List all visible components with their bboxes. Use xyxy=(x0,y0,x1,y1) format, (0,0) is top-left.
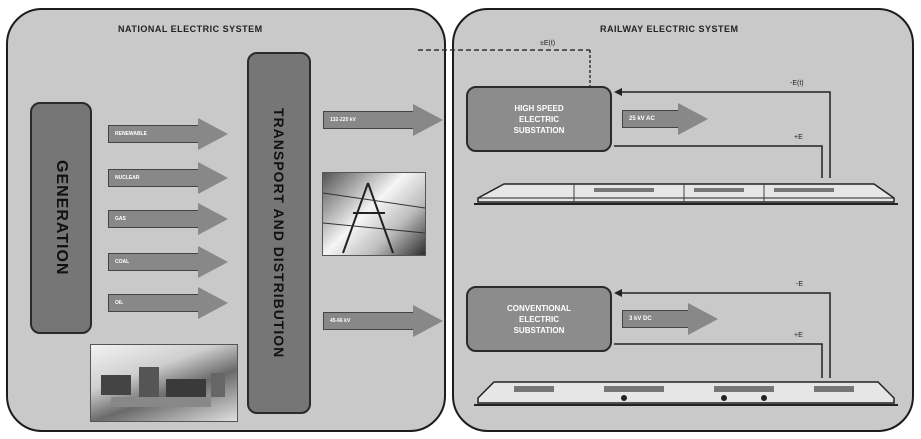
conv-plus-label: +E xyxy=(794,332,803,339)
hv-plus-label: +E xyxy=(794,134,803,141)
source-label-renewable: RENEWABLE xyxy=(108,125,198,143)
transport-distribution-box: TRANSPORT AND DISTRIBUTION xyxy=(247,52,311,414)
power-line-photo xyxy=(322,172,426,256)
hv-output-label: 25 kV AC xyxy=(622,110,678,128)
hv-input-label: 132-220 kV xyxy=(323,111,413,129)
link-label: ±E(t) xyxy=(540,40,556,47)
hv-minus-label: -E(t) xyxy=(790,80,804,87)
power-plant-photo xyxy=(90,344,238,422)
transport-label: TRANSPORT AND DISTRIBUTION xyxy=(271,107,287,359)
conventional-train xyxy=(474,381,898,406)
generation-box: GENERATION xyxy=(30,102,92,334)
conv-input-label: 45-66 kV xyxy=(323,312,413,330)
hv-output-arrow: 25 kV AC xyxy=(622,103,708,135)
source-label-gas: GAS xyxy=(108,210,198,228)
high-speed-train xyxy=(474,183,898,205)
conv-line1: CONVENTIONAL xyxy=(507,303,571,313)
conv-line3: SUBSTATION xyxy=(513,325,565,335)
hv-line3: SUBSTATION xyxy=(513,125,565,135)
conv-input-arrow: 45-66 kV xyxy=(323,305,443,337)
source-arrow-oil: OIL xyxy=(108,287,228,319)
source-arrow-gas: GAS xyxy=(108,203,228,235)
national-system-title: NATIONAL ELECTRIC SYSTEM xyxy=(118,24,263,34)
railway-electric-system-panel xyxy=(452,8,914,432)
generation-label: GENERATION xyxy=(53,160,70,276)
railway-system-title: RAILWAY ELECTRIC SYSTEM xyxy=(600,24,739,34)
source-label-nuclear: NUCLEAR xyxy=(108,169,198,187)
source-arrow-renewable: RENEWABLE xyxy=(108,118,228,150)
conv-output-arrow: 3 kV DC xyxy=(622,303,718,335)
source-arrow-nuclear: NUCLEAR xyxy=(108,162,228,194)
source-label-oil: OIL xyxy=(108,294,198,312)
conv-line2: ELECTRIC xyxy=(519,314,559,324)
conventional-substation: CONVENTIONAL ELECTRIC SUBSTATION xyxy=(466,286,612,352)
pylon-graphic xyxy=(322,182,426,254)
high-speed-substation: HIGH SPEED ELECTRIC SUBSTATION xyxy=(466,86,612,152)
conv-minus-label: -E xyxy=(796,281,803,288)
source-label-coal: COAL xyxy=(108,253,198,271)
conv-output-label: 3 kV DC xyxy=(622,310,688,328)
source-arrow-coal: COAL xyxy=(108,246,228,278)
hv-input-arrow: 132-220 kV xyxy=(323,104,443,136)
hv-line2: ELECTRIC xyxy=(519,114,559,124)
hv-line1: HIGH SPEED xyxy=(514,103,564,113)
power-plant-graphic xyxy=(101,367,225,407)
